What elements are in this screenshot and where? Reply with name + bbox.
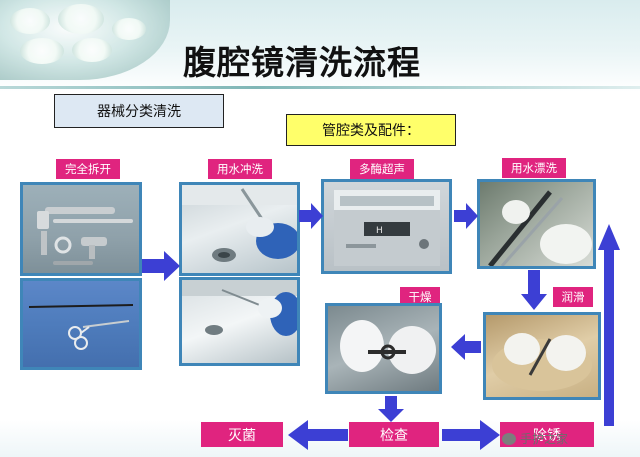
arrow-right-2 bbox=[299, 203, 323, 229]
step-rinse-tag: 用水冲洗 bbox=[208, 159, 272, 179]
arrow-up-return bbox=[598, 224, 620, 426]
step-dry-tag: 干燥 bbox=[400, 287, 440, 307]
step-rust-removal-box: 除锈 bbox=[500, 422, 594, 447]
watermark: 手护之家 bbox=[502, 430, 568, 447]
arrow-down-1 bbox=[521, 270, 547, 310]
step-lubricate-tag: 润滑 bbox=[553, 287, 593, 307]
lumen-accessories-box: 管腔类及配件： bbox=[286, 114, 456, 146]
scissor-instruments-photo bbox=[20, 278, 142, 370]
step-sterilize-box: 灭菌 bbox=[201, 422, 283, 447]
step-enzyme-tag: 多酶超声 bbox=[350, 159, 414, 179]
chat-icon bbox=[502, 432, 516, 445]
svg-text:H: H bbox=[376, 226, 383, 236]
water-float-rinse-photo bbox=[477, 179, 596, 269]
arrow-right-4 bbox=[442, 420, 500, 450]
arrow-left-2 bbox=[288, 420, 348, 450]
drying-photo bbox=[325, 303, 442, 394]
category-cleaning-box: 器械分类清洗 bbox=[54, 94, 224, 128]
step-inspect-box: 检查 bbox=[349, 422, 439, 447]
arrow-down-2 bbox=[378, 396, 404, 422]
step-float-rinse-tag: 用水漂洗 bbox=[502, 158, 566, 178]
page-title: 腹腔镜清洗流程 bbox=[183, 43, 421, 82]
water-rinse-sink-photo bbox=[179, 182, 300, 276]
step-disassemble-tag: 完全拆开 bbox=[56, 159, 120, 179]
ultrasonic-cleaner-photo: H bbox=[321, 179, 452, 274]
arrow-right-3 bbox=[454, 203, 478, 229]
arrow-right-1 bbox=[142, 251, 180, 281]
header-divider bbox=[0, 86, 640, 89]
arrow-left-1 bbox=[451, 334, 481, 360]
water-rinse-basin-photo bbox=[179, 277, 300, 366]
lubrication-photo bbox=[483, 312, 601, 400]
surgical-lights-image bbox=[0, 0, 170, 80]
disassembled-instruments-photo bbox=[20, 182, 142, 276]
